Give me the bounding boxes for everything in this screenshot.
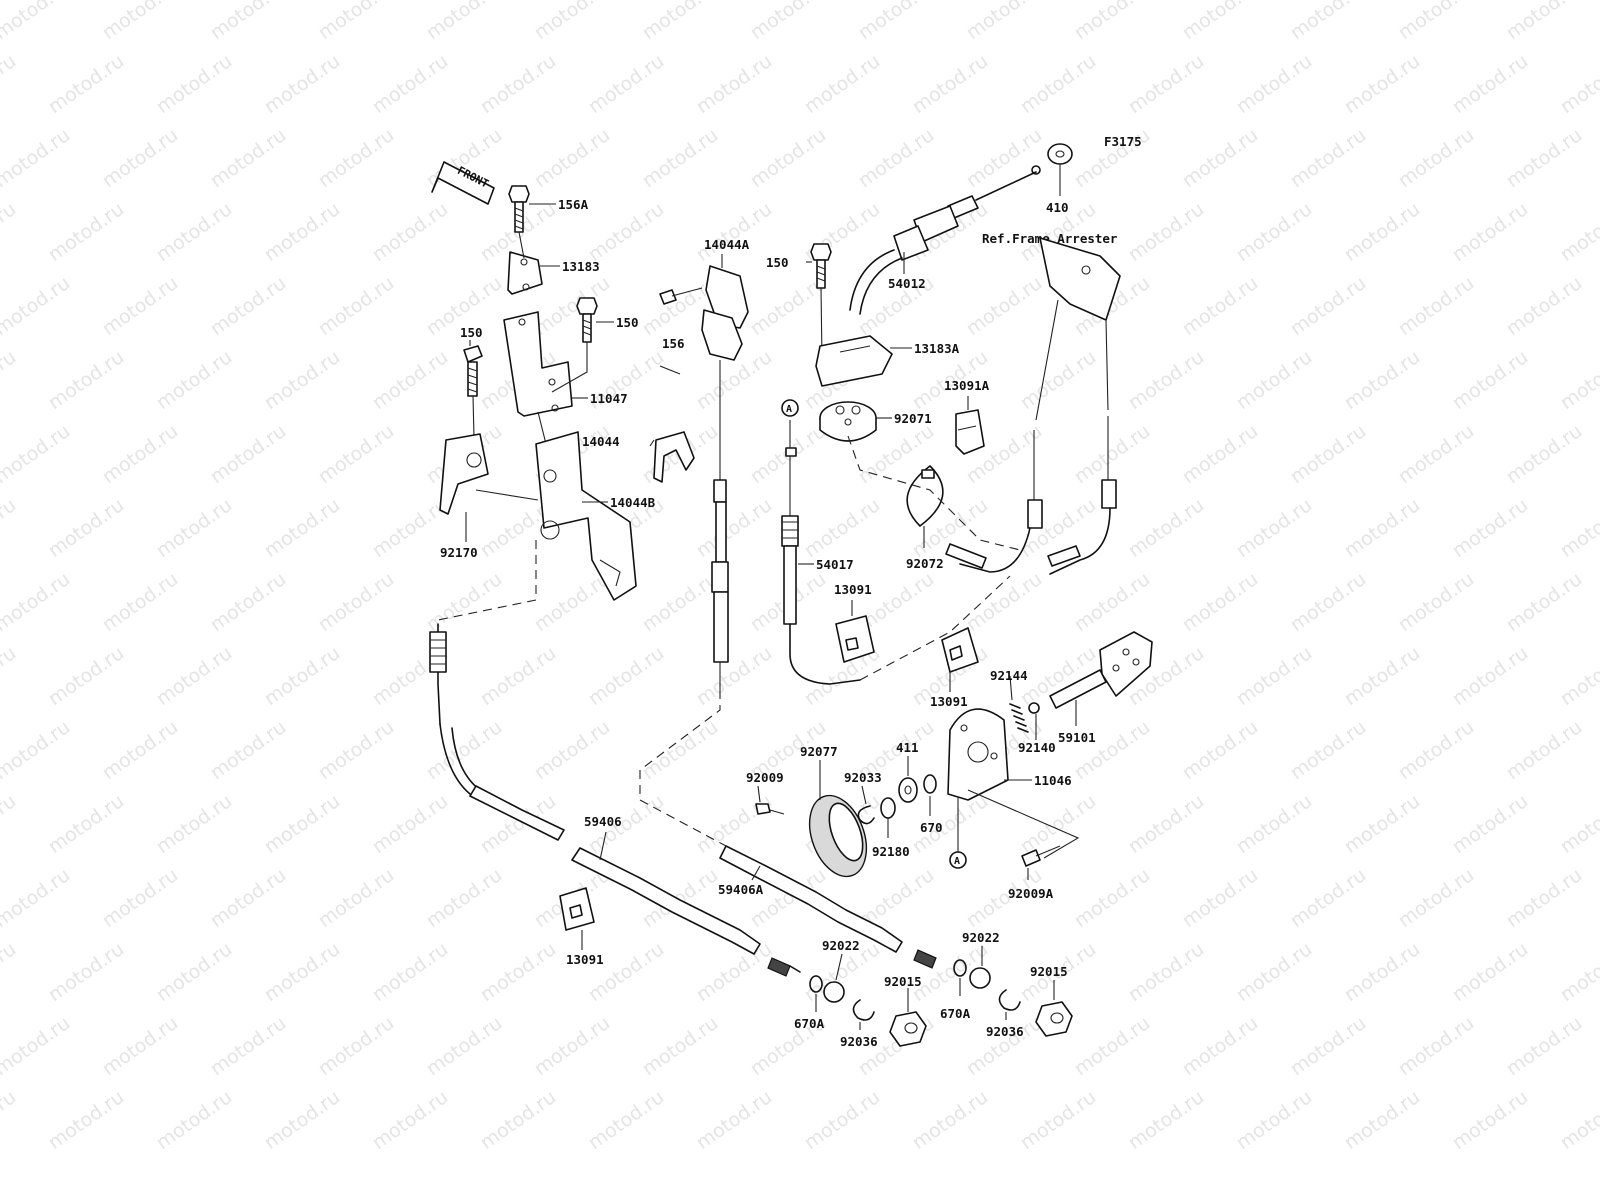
damper-13091-bottom: [559, 887, 595, 931]
nut-92015-left: [889, 1011, 927, 1047]
cable-59406A: [711, 360, 937, 969]
label-92077: 92077: [800, 744, 838, 759]
bolt-156A: [508, 185, 530, 233]
cable-59406: [429, 623, 801, 977]
label-670A-a: 670A: [794, 1016, 825, 1031]
label-670A-b: 670A: [940, 1006, 971, 1021]
washer-411: [898, 777, 918, 803]
knob-92077: [808, 794, 868, 878]
label-59101: 59101: [1058, 730, 1096, 745]
label-92022-b: 92022: [962, 930, 1000, 945]
ref-marker-bottom: A: [949, 851, 967, 869]
washer-92022-right: [969, 967, 991, 989]
label-92180: 92180: [872, 844, 910, 859]
label-670: 670: [920, 820, 943, 835]
washer-92022-left: [823, 981, 845, 1003]
tie-92072: [906, 465, 944, 527]
label-92033: 92033: [844, 770, 882, 785]
label-14044: 14044: [582, 434, 620, 449]
label-11047: 11047: [590, 391, 628, 406]
spring-92144: [1009, 703, 1029, 733]
cables-right: [945, 416, 1117, 575]
frame-arrester-bracket: [1035, 237, 1121, 421]
damper-13091A: [955, 409, 985, 455]
label-156: 156: [662, 336, 685, 351]
label-92015-b: 92015: [1030, 964, 1068, 979]
label-59406A: 59406A: [718, 882, 764, 897]
plate-13183: [507, 251, 543, 295]
damper-13091-mid: [835, 615, 875, 663]
label-13091-a: 13091: [834, 582, 872, 597]
nut-92015-right: [1035, 1001, 1073, 1037]
label-14044B: 14044B: [610, 495, 656, 510]
label-59406: 59406: [584, 814, 622, 829]
lockwasher-92036-left: [852, 999, 875, 1021]
housing-11046: [947, 708, 1009, 801]
bolt-150-left: [576, 297, 598, 343]
label-54012: 54012: [888, 276, 926, 291]
label-92072: 92072: [906, 556, 944, 571]
circlip-92033: [857, 805, 875, 825]
label-92009A: 92009A: [1008, 886, 1054, 901]
cable-54017: [781, 420, 861, 685]
washer-410: [1047, 143, 1073, 165]
label-92036-a: 92036: [840, 1034, 878, 1049]
clip-14044: [653, 431, 695, 483]
label-13183: 13183: [562, 259, 600, 274]
bolt-150-bracket: [463, 345, 483, 397]
label-13091-b: 13091: [930, 694, 968, 709]
plate-13183A: [815, 335, 893, 387]
ball-92140: [1028, 702, 1040, 714]
label-14044A: 14044A: [704, 237, 750, 252]
label-54017: 54017: [816, 557, 854, 572]
label-156A: 156A: [558, 197, 589, 212]
label-92071: 92071: [894, 411, 932, 426]
washer-92180: [880, 797, 896, 819]
label-13091-c: 13091: [566, 952, 604, 967]
damper-13091-right: [941, 627, 979, 673]
oring-670A-left: [809, 975, 823, 993]
label-92015-a: 92015: [884, 974, 922, 989]
leader-lines: [465, 203, 1077, 1030]
shaft-59101: [1049, 631, 1153, 709]
label-92009: 92009: [746, 770, 784, 785]
label-150-a: 150: [616, 315, 639, 330]
label-150-c: 150: [766, 255, 789, 270]
grommet-92071: [819, 401, 877, 442]
screw-92009: [755, 803, 785, 815]
label-13091A: 13091A: [944, 378, 990, 393]
bracket-14044B: [535, 431, 637, 601]
svg-text:A: A: [786, 404, 792, 415]
cable-54012: [849, 165, 1041, 315]
label-92140: 92140: [1018, 740, 1056, 755]
screw-92009A: [1021, 845, 1061, 867]
oring-670: [923, 774, 937, 794]
label-13183A: 13183A: [914, 341, 960, 356]
lockwasher-92036-right: [998, 989, 1021, 1011]
label-92144: 92144: [990, 668, 1028, 683]
label-92170: 92170: [440, 545, 478, 560]
front-arrow-icon: FRONT: [431, 161, 495, 205]
figure-code: F3175: [1104, 134, 1142, 149]
screw-156: [659, 287, 703, 305]
label-410: 410: [1046, 200, 1069, 215]
label-411: 411: [896, 740, 919, 755]
clip-14044A: [701, 265, 749, 361]
clamp-92170: [439, 433, 489, 515]
svg-text:A: A: [954, 856, 960, 867]
bolt-150-top: [810, 243, 832, 289]
bracket-11047: [503, 311, 573, 417]
oring-670A-right: [953, 959, 967, 977]
ref-marker-top: A: [781, 399, 799, 417]
label-92022-a: 92022: [822, 938, 860, 953]
label-92036-b: 92036: [986, 1024, 1024, 1039]
label-150-b: 150: [460, 325, 483, 340]
ref-frame-arrester-note: Ref.Frame Arrester: [982, 231, 1118, 246]
label-11046: 11046: [1034, 773, 1072, 788]
